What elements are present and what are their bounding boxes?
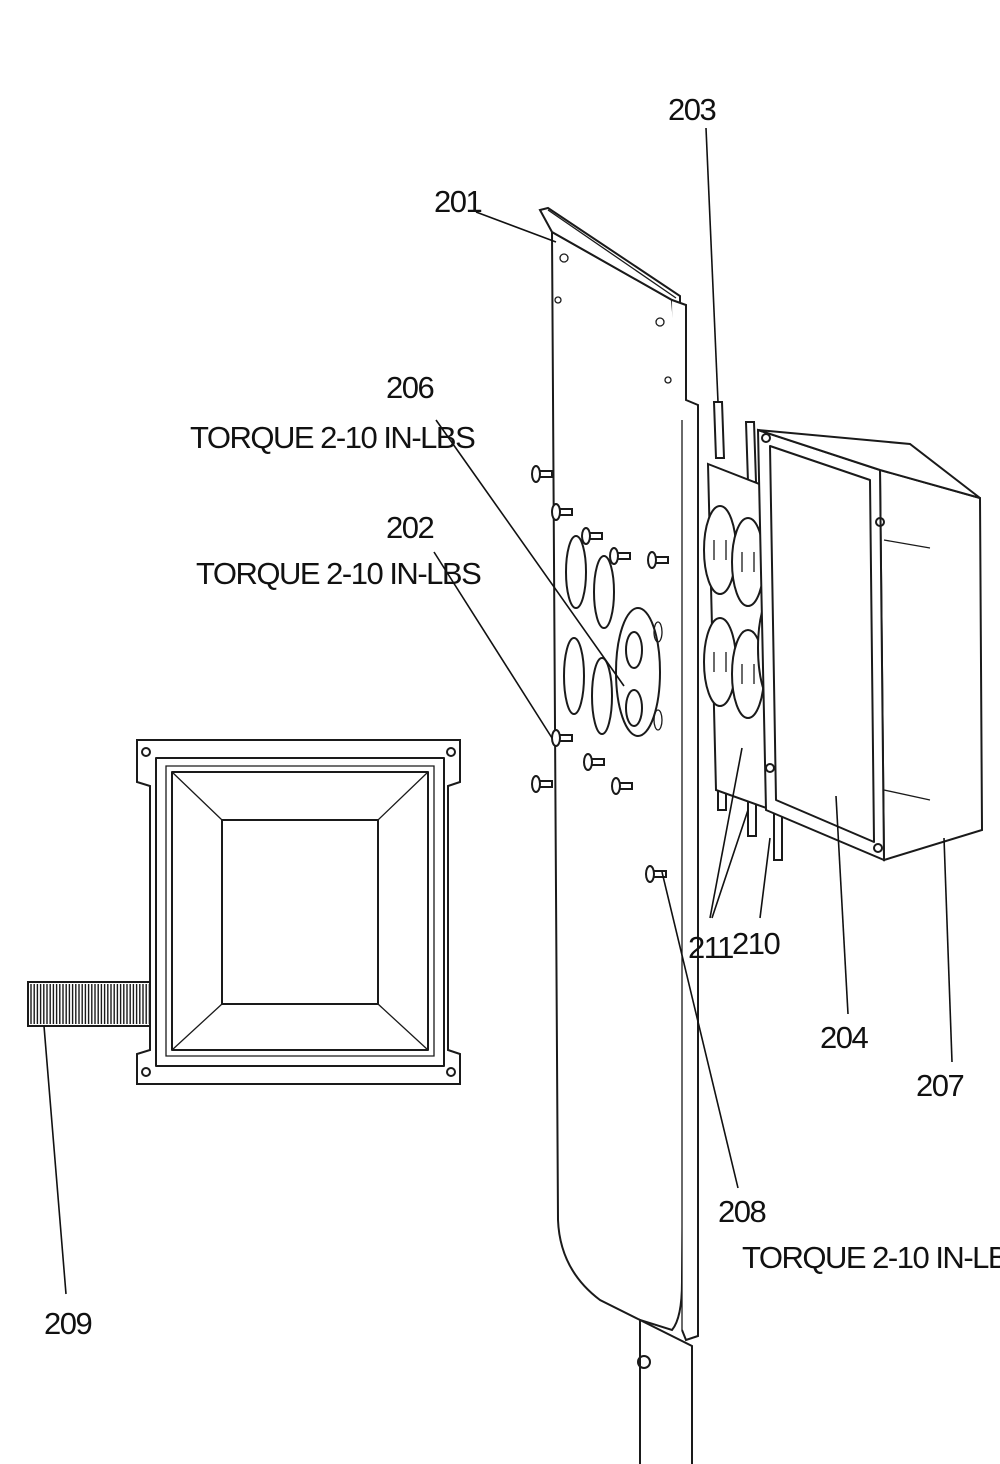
callout-209: 209	[44, 1306, 91, 1341]
screw-7	[531, 775, 553, 793]
torque-note-206: TORQUE 2-10 IN-LBS	[190, 420, 475, 455]
callout-207: 207	[916, 1068, 963, 1103]
callout-202: 202	[386, 510, 433, 545]
callout-203: 203	[668, 92, 715, 127]
torque-note-208: TORQUE 2-10 IN-LBS	[742, 1240, 1000, 1275]
screw-1	[531, 465, 553, 483]
callout-211: 211	[688, 930, 733, 965]
callout-201: 201	[434, 184, 481, 219]
screw-4	[609, 547, 631, 565]
callouts: 201 203 206 TORQUE 2-10 IN-LBS 202 TORQU…	[44, 92, 1000, 1341]
torque-note-202: TORQUE 2-10 IN-LBS	[196, 556, 481, 591]
cover-frame	[136, 739, 461, 1085]
screw-10	[645, 865, 667, 883]
screw-2	[551, 503, 573, 521]
callout-208: 208	[718, 1194, 765, 1229]
screws	[531, 465, 669, 883]
leader-lines	[43, 127, 953, 1295]
part-201-panel	[538, 206, 699, 1464]
screw-9	[611, 777, 633, 795]
part-207-box	[756, 428, 984, 862]
screw-8	[583, 753, 605, 771]
screw-5	[647, 551, 669, 569]
callout-210: 210	[732, 926, 780, 961]
screw-3	[581, 527, 603, 545]
callout-204: 204	[820, 1020, 868, 1055]
callout-206: 206	[386, 370, 433, 405]
